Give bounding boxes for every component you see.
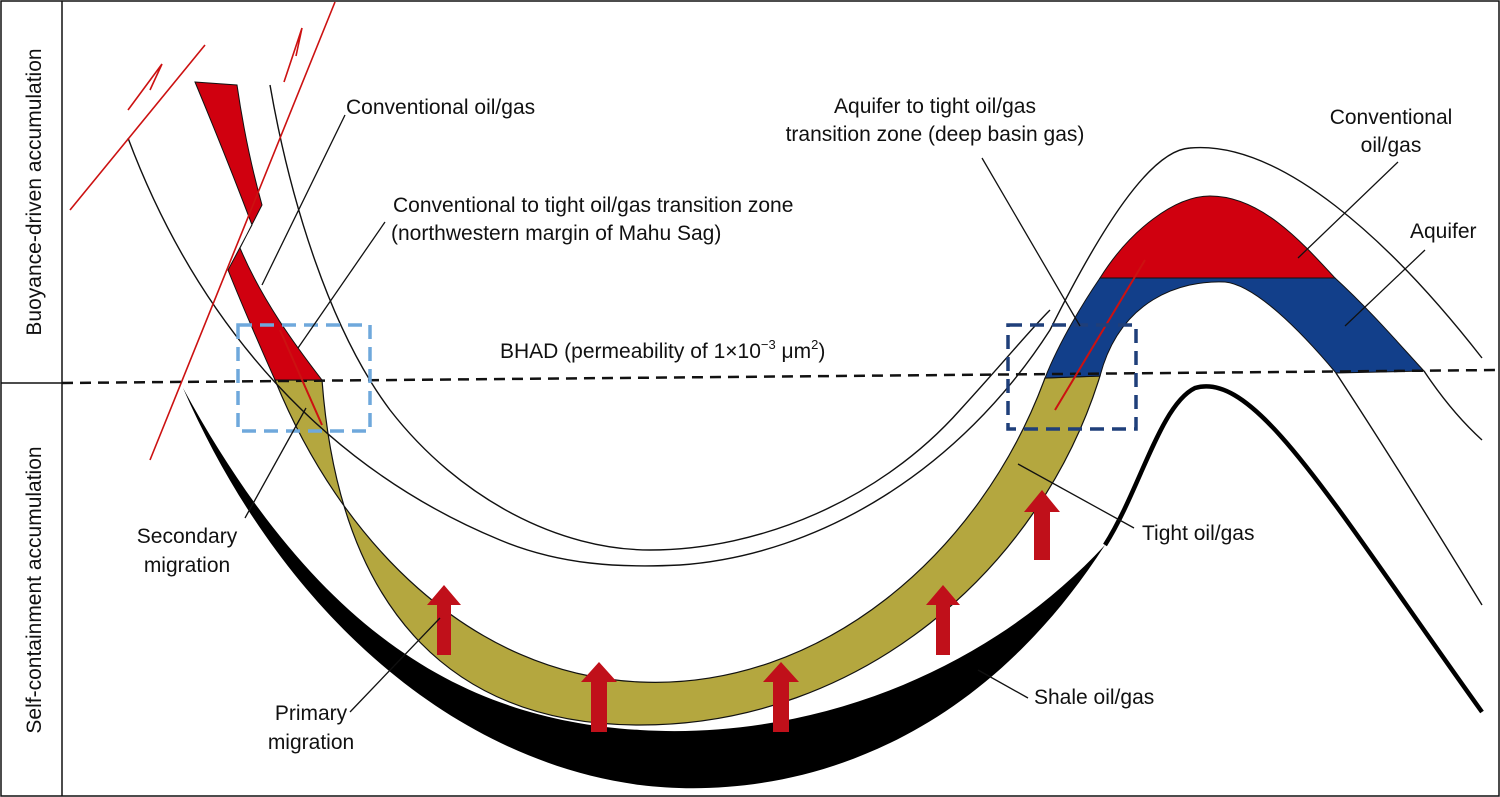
fault-arrow-1	[127, 63, 163, 111]
transition-box-left	[236, 323, 372, 433]
leader-conventional-right	[1297, 161, 1399, 259]
conventional-layer-left	[194, 81, 324, 381]
bhad-unit: μm	[776, 340, 811, 363]
side-label-self-containment: Self-containment accumulation	[23, 446, 46, 733]
leader-transition-left	[297, 221, 386, 349]
fault-line-left-short	[279, 329, 323, 426]
migration-arrow-3	[763, 662, 799, 732]
leader-conventional-left	[261, 114, 346, 286]
side-label-buoyance: Buoyance-driven accumulation	[23, 48, 46, 335]
label-secondary-1: Secondary	[137, 525, 238, 548]
label-aquifer: Aquifer	[1410, 220, 1477, 243]
fault-arrow-2	[283, 27, 303, 83]
label-shale: Shale oil/gas	[1034, 686, 1154, 709]
leader-shale	[977, 669, 1029, 699]
leader-primary	[349, 617, 441, 713]
label-secondary-2: migration	[144, 554, 230, 577]
leader-secondary	[244, 407, 307, 519]
label-tight: Tight oil/gas	[1142, 522, 1254, 545]
label-primary-2: migration	[268, 731, 354, 754]
outer-anticline-line	[1423, 370, 1483, 441]
label-bhad: BHAD (permeability of 1×10−3 μm2)	[500, 337, 825, 363]
bhad-unit-exponent: 2	[811, 337, 818, 352]
fault-line-1	[69, 44, 206, 211]
shale-layer	[183, 388, 1105, 789]
fault-line-2	[149, 1, 336, 461]
leader-aquifer-transition	[981, 157, 1081, 327]
migration-arrow-5	[1024, 490, 1060, 560]
bhad-prefix: BHAD (permeability of 1×10	[500, 340, 761, 363]
mid-boundary-line	[269, 84, 1051, 551]
label-aquifer-transition-1: Aquifer to tight oil/gas	[834, 95, 1036, 118]
source-rock-right-line	[1103, 384, 1484, 714]
label-transition-left-2: (northwestern margin of Mahu Sag)	[391, 222, 721, 245]
label-conventional-right-1: Conventional	[1330, 106, 1453, 129]
conventional-layer-right	[1099, 195, 1337, 279]
label-primary-1: Primary	[275, 702, 348, 725]
primary-migration-arrows	[427, 490, 1060, 732]
migration-arrow-2	[581, 662, 617, 732]
tight-layer	[274, 375, 1101, 726]
aquifer-layer	[1044, 277, 1426, 379]
label-transition-left-1: Conventional to tight oil/gas transition…	[393, 194, 793, 217]
bhad-suffix: )	[818, 340, 825, 363]
label-conventional-right-2: oil/gas	[1361, 134, 1422, 157]
leader-aquifer	[1344, 249, 1426, 327]
label-conventional-left: Conventional oil/gas	[346, 96, 535, 119]
migration-arrow-4	[926, 585, 960, 655]
lower-anticline-line	[1335, 372, 1483, 606]
bhad-exponent: −3	[761, 337, 776, 352]
fault-line-right-short	[1054, 259, 1146, 411]
label-aquifer-transition-2: transition zone (deep basin gas)	[786, 123, 1085, 146]
migration-arrow-1	[427, 585, 461, 655]
upper-boundary-line	[127, 137, 1483, 567]
leader-tight	[1017, 463, 1135, 529]
transition-box-right	[1006, 323, 1138, 431]
